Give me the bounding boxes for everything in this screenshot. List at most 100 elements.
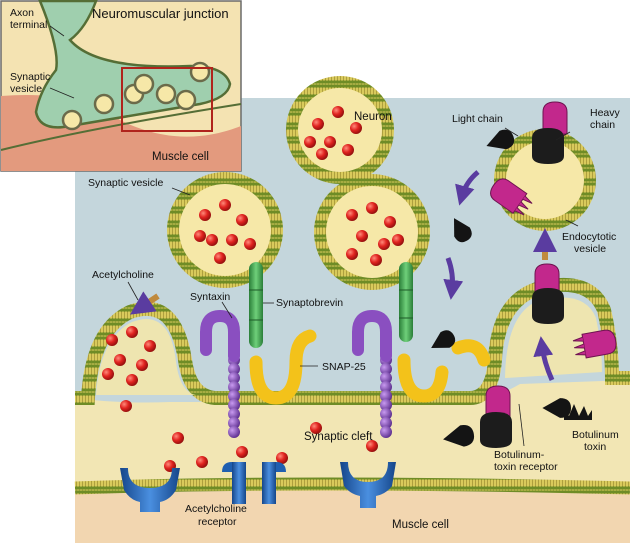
arrow-icon	[455, 170, 480, 206]
heavy-chain-label-1: Heavy	[590, 107, 621, 119]
syntaxin-protein-icon	[352, 309, 392, 438]
botulinum-receptor-label-2: toxin receptor	[494, 461, 558, 473]
acetylcholine-molecule-icon	[236, 446, 248, 458]
synaptic-vesicle-icon	[61, 109, 83, 131]
acetylcholine-molecule-icon	[219, 199, 231, 211]
acetylcholine-molecule-icon	[346, 209, 358, 221]
syntaxin-bead	[380, 426, 392, 438]
ach-receptor-label-1: Acetylcholine	[185, 503, 247, 515]
synaptobrevin-label: Synaptobrevin	[276, 297, 343, 309]
syntaxin-bead	[228, 390, 240, 402]
syntaxin-bead	[228, 399, 240, 411]
syntaxin-bead	[228, 363, 240, 375]
acetylcholine-molecule-icon	[196, 456, 208, 468]
botulinum-toxin-icon	[454, 218, 472, 243]
muscle-cell-label: Muscle cell	[392, 519, 449, 531]
toxin-receptor-icon	[532, 288, 564, 324]
acetylcholine-molecule-icon	[342, 144, 354, 156]
main-panel: Neuron Synaptic vesicle Acetylcholine Sy…	[74, 76, 630, 543]
synaptic-vesicle-icon	[286, 76, 394, 184]
synaptic-vesicle-icon	[314, 174, 430, 290]
syntaxin-bead	[228, 408, 240, 420]
highlight-box	[121, 67, 213, 132]
acetylcholine-molecule-icon	[126, 326, 138, 338]
botulinum-toxin-icon	[490, 178, 533, 216]
acetylcholine-molecule-icon	[378, 238, 390, 250]
acetylcholine-molecule-icon	[316, 148, 328, 160]
acetylcholine-molecule-icon	[194, 230, 206, 242]
acetylcholine-molecule-icon	[106, 334, 118, 346]
botulinum-toxin-icon	[572, 329, 617, 359]
acetylcholine-molecule-icon	[370, 254, 382, 266]
syntaxin-bead	[380, 399, 392, 411]
botulinum-toxin-icon	[443, 425, 475, 447]
inset-panel: Neuromuscular junction Axon terminal Syn…	[0, 0, 242, 172]
botulinum-toxin-icon	[542, 398, 571, 418]
toxin-receptor-icon	[480, 412, 512, 448]
acetylcholine-receptor-icon	[340, 462, 396, 508]
snap25-protein-icon	[249, 329, 317, 405]
muscle-membrane	[74, 477, 630, 495]
acetylcholine-molecule-icon	[199, 209, 211, 221]
heavy-chain-label-2: chain	[590, 119, 615, 131]
syntaxin-protein-icon	[200, 309, 240, 438]
inset-vesicle-label-1: Synaptic	[10, 71, 50, 83]
acetylcholine-molecule-icon	[392, 234, 404, 246]
muscle-region	[75, 482, 630, 543]
syntaxin-bead	[380, 363, 392, 375]
light-chain-label: Light chain	[452, 113, 503, 125]
acetylcholine-molecule-icon	[312, 118, 324, 130]
acetylcholine-molecule-icon	[206, 234, 218, 246]
acetylcholine-label: Acetylcholine	[92, 269, 154, 281]
inset-vesicle-label-2: vesicle	[10, 83, 42, 95]
snap25-protein-icon	[397, 339, 491, 403]
synaptobrevin-protein-icon	[399, 262, 413, 342]
acetylcholine-molecule-icon	[366, 202, 378, 214]
syntaxin-bead	[380, 372, 392, 384]
acetylcholine-molecule-icon	[366, 440, 378, 452]
inset-muscle-label: Muscle cell	[152, 151, 209, 163]
synaptic-vesicle-icon	[93, 93, 115, 115]
acetylcholine-molecule-icon	[332, 106, 344, 118]
synaptic-vesicle-icon	[167, 172, 283, 288]
synaptic-vesicle-icon	[189, 61, 211, 83]
acetylcholine-molecule-icon	[356, 230, 368, 242]
acetylcholine-molecule-icon	[304, 136, 316, 148]
syntaxin-bead	[380, 381, 392, 393]
botulinum-toxin-label-2: toxin	[584, 441, 606, 453]
acetylcholine-molecule-icon	[214, 252, 226, 264]
syntaxin-bead	[380, 408, 392, 420]
botulinum-toxin-icon	[564, 404, 592, 420]
syntaxin-bead	[228, 426, 240, 438]
acetylcholine-molecule-icon	[226, 234, 238, 246]
snap25-label: SNAP-25	[322, 361, 366, 373]
endocytotic-vesicle-label-2: vesicle	[574, 243, 606, 255]
synaptic-vesicle-label: Synaptic vesicle	[88, 177, 163, 189]
acetylcholine-molecule-icon	[172, 432, 184, 444]
acetylcholine-molecule-icon	[126, 374, 138, 386]
neuron-label: Neuron	[354, 111, 392, 123]
arrow-icon	[130, 291, 160, 315]
acetylcholine-molecule-icon	[244, 238, 256, 250]
acetylcholine-molecule-icon	[346, 248, 358, 260]
synaptic-vesicle-icon	[133, 73, 155, 95]
acetylcholine-molecule-icon	[310, 422, 322, 434]
inset-title: Neuromuscular junction	[92, 6, 229, 21]
synaptic-vesicle-icon	[155, 83, 177, 105]
endocytotic-vesicle-label-1: Endocytotic	[562, 231, 616, 243]
acetylcholine-receptor-icon	[120, 468, 180, 512]
botulinum-toxin-icon	[486, 129, 515, 150]
syntaxin-bead	[380, 417, 392, 429]
syntaxin-bead	[228, 372, 240, 384]
acetylcholine-molecule-icon	[144, 340, 156, 352]
syntaxin-label: Syntaxin	[190, 291, 230, 303]
arrow-icon	[443, 257, 464, 300]
botulinum-toxin-label-1: Botulinum	[572, 429, 619, 441]
synaptobrevin-protein-icon	[249, 262, 263, 348]
acetylcholine-molecule-icon	[136, 359, 148, 371]
inset-axon-label-2: terminal	[10, 19, 47, 31]
acetylcholine-molecule-icon	[102, 106, 404, 472]
synaptic-vesicle-icon	[175, 89, 197, 111]
syntaxin-bead	[228, 381, 240, 393]
